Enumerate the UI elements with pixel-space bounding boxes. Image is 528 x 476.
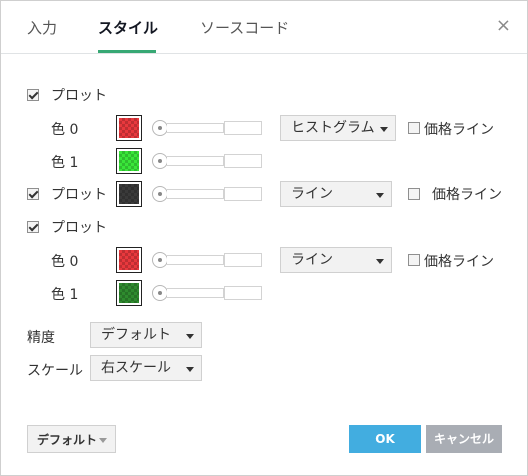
plot3-color1-opacity-slider[interactable]: [152, 285, 262, 301]
plot3-checkbox[interactable]: [27, 221, 39, 233]
plot2-opacity-slider[interactable]: [152, 186, 262, 202]
plot1-color0-label: 色 0: [51, 122, 79, 138]
chevron-down-icon: [186, 334, 194, 339]
scale-value: 右スケール: [101, 360, 171, 376]
slider-knob[interactable]: [152, 120, 168, 136]
precision-label: 精度: [27, 330, 55, 346]
plot3-color0-swatch[interactable]: [116, 247, 142, 273]
cancel-button[interactable]: キャンセル: [426, 425, 502, 453]
plot3-label: プロット: [51, 220, 107, 236]
slider-knob[interactable]: [152, 153, 168, 169]
scale-select[interactable]: 右スケール: [90, 355, 202, 381]
color-swatch-fill: [119, 250, 139, 270]
plot2-price-line-checkbox[interactable]: [408, 188, 420, 200]
color-swatch-fill: [119, 283, 139, 303]
chevron-down-icon: [380, 127, 388, 132]
color-swatch-fill: [119, 118, 139, 138]
chevron-down-icon: [376, 193, 384, 198]
slider-knob[interactable]: [152, 186, 168, 202]
plot3-price-line-label: 価格ライン: [424, 254, 494, 270]
plot3-price-line-checkbox[interactable]: [408, 254, 420, 266]
plot2-price-line-label: 価格ライン: [432, 187, 502, 203]
plot3-color0-label: 色 0: [51, 254, 79, 270]
tab-style[interactable]: スタイル: [98, 19, 159, 37]
plot3-style-select[interactable]: ライン: [280, 247, 392, 273]
plot3-color0-opacity-slider[interactable]: [152, 252, 262, 268]
plot3-style-value: ライン: [291, 252, 333, 268]
plot3-color1-label: 色 1: [51, 287, 79, 303]
tab-bar: 入力 スタイル ソースコード ×: [1, 1, 527, 54]
slider-track: [167, 123, 224, 133]
active-tab-indicator: [98, 50, 156, 53]
chevron-down-icon: [376, 259, 384, 264]
slider-track: [167, 255, 224, 265]
plot1-style-select[interactable]: ヒストグラム: [280, 115, 396, 141]
slider-track-end: [224, 121, 262, 135]
plot2-style-value: ライン: [291, 186, 333, 202]
scale-label: スケール: [27, 363, 83, 379]
plot1-color0-opacity-slider[interactable]: [152, 120, 262, 136]
tab-source-code[interactable]: ソースコード: [200, 19, 290, 37]
plot1-checkbox[interactable]: [27, 89, 39, 101]
plot1-color1-label: 色 1: [51, 155, 79, 171]
defaults-dropdown-button[interactable]: デフォルト: [27, 425, 116, 453]
chevron-down-icon: [186, 367, 194, 372]
slider-track: [167, 288, 224, 298]
precision-select[interactable]: デフォルト: [90, 322, 202, 348]
slider-knob[interactable]: [152, 285, 168, 301]
slider-track-end: [224, 154, 262, 168]
plot3-color1-swatch[interactable]: [116, 280, 142, 306]
plot1-label: プロット: [51, 88, 107, 104]
chevron-down-icon: [99, 438, 107, 443]
slider-knob[interactable]: [152, 252, 168, 268]
plot1-price-line-label: 価格ライン: [424, 122, 494, 138]
plot2-label: プロット: [51, 187, 107, 203]
slider-track: [167, 156, 224, 166]
color-swatch-fill: [119, 184, 139, 204]
plot1-color0-swatch[interactable]: [116, 115, 142, 141]
plot1-style-value: ヒストグラム: [291, 120, 375, 136]
slider-track-end: [224, 286, 262, 300]
plot2-color-swatch[interactable]: [116, 181, 142, 207]
plot1-price-line-checkbox[interactable]: [408, 122, 420, 134]
plot1-color1-opacity-slider[interactable]: [152, 153, 262, 169]
defaults-label: デフォルト: [37, 433, 98, 447]
tab-inputs[interactable]: 入力: [27, 19, 58, 37]
ok-button[interactable]: OK: [349, 425, 421, 453]
slider-track-end: [224, 253, 262, 267]
close-icon[interactable]: ×: [495, 15, 511, 36]
plot1-color1-swatch[interactable]: [116, 148, 142, 174]
precision-value: デフォルト: [101, 327, 171, 343]
plot2-style-select[interactable]: ライン: [280, 181, 392, 207]
color-swatch-fill: [119, 151, 139, 171]
slider-track: [167, 189, 224, 199]
slider-track-end: [224, 187, 262, 201]
plot2-checkbox[interactable]: [27, 188, 39, 200]
